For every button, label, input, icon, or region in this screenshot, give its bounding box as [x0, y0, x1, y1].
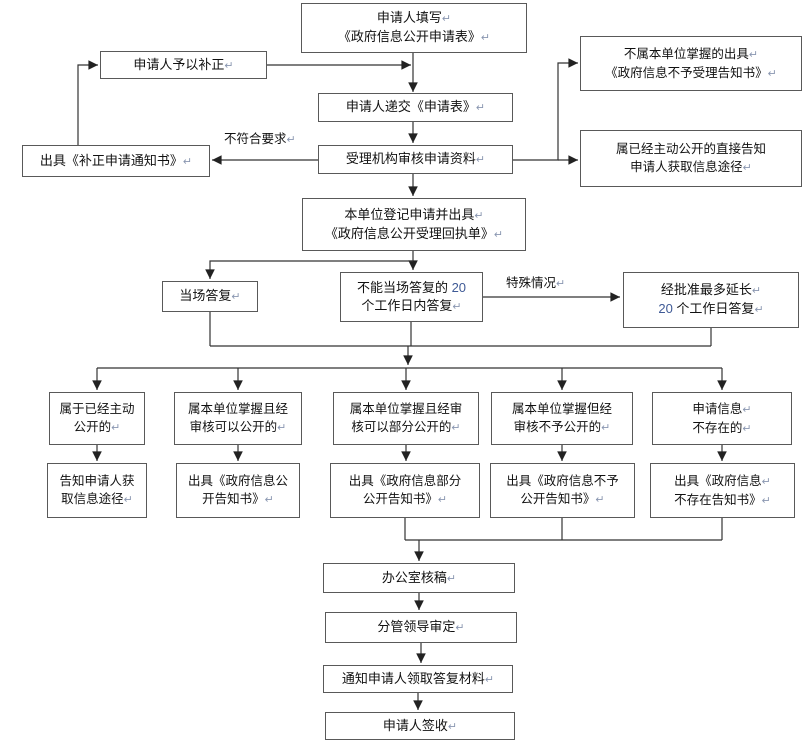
edge-label-special-situation: 特殊情况↵ — [506, 276, 566, 290]
node-reply-within-20-days: 不能当场答复的 20 个工作日内答复↵ — [340, 272, 483, 322]
node-text: 不能当场答复的 20 — [356, 279, 467, 295]
node-text: 当场答复↵ — [179, 288, 241, 303]
node-text: 《政府信息公开申请表》↵ — [337, 29, 491, 44]
node-case-partial-open: 属本单位掌握且经审 核可以部分公开的↵ — [333, 392, 479, 445]
node-submit-form: 申请人递交《申请表》↵ — [318, 93, 513, 122]
node-text: 告知申请人获 — [59, 474, 135, 488]
node-case-can-open: 属本单位掌握且经 审核可以公开的↵ — [174, 392, 302, 445]
node-notify-applicant: 通知申请人领取答复材料↵ — [323, 665, 513, 693]
node-text: 不属本单位掌握的出具↵ — [623, 46, 759, 61]
node-text: 核可以部分公开的↵ — [351, 420, 461, 434]
node-text: 公开的↵ — [73, 420, 121, 434]
node-text: 《政府信息不予受理告知书》↵ — [605, 65, 777, 80]
node-text: 出具《政府信息公 — [187, 474, 288, 488]
node-text: 公开告知书》↵ — [520, 492, 605, 506]
node-text: 申请人签收↵ — [382, 717, 458, 733]
node-text: 公开告知书》↵ — [362, 492, 448, 506]
node-text: 受理机构审核申请资料↵ — [345, 151, 486, 166]
node-text: 申请人填写↵ — [376, 10, 452, 25]
node-output-partial-open-notice: 出具《政府信息部分 公开告知书》↵ — [330, 463, 480, 518]
node-applicant-sign: 申请人签收↵ — [325, 712, 515, 740]
node-register-receipt: 本单位登记申请并出具↵ 《政府信息公开受理回执单》↵ — [302, 198, 526, 251]
node-text: 出具《补正申请通知书》↵ — [39, 152, 193, 168]
node-text: 经批准最多延长↵ — [660, 282, 762, 297]
node-text: 分管领导审定↵ — [377, 619, 465, 634]
node-text: 开告知书》↵ — [202, 492, 274, 506]
node-fill-application-form: 申请人填写↵ 《政府信息公开申请表》↵ — [301, 3, 527, 53]
node-output-open-notice: 出具《政府信息公 开告知书》↵ — [176, 463, 300, 518]
node-text: 办公室核稿↵ — [381, 569, 457, 585]
edge-label-not-meet-requirements: 不符合要求↵ — [224, 132, 296, 146]
node-text: 审核可以公开的↵ — [189, 420, 287, 434]
node-text: 申请信息↵ — [692, 401, 752, 416]
node-text: 属本单位掌握且经 — [187, 402, 288, 416]
node-text: 申请人递交《申请表》↵ — [345, 99, 486, 114]
node-text: 个工作日内答复↵ — [361, 297, 462, 313]
node-text: 属已经主动公开的直接告知 — [615, 142, 766, 156]
node-onspot-reply: 当场答复↵ — [162, 281, 258, 312]
node-output-not-exist-notice: 出具《政府信息↵ 不存在告知书》↵ — [650, 463, 795, 518]
node-text: 20 个工作日答复↵ — [658, 301, 764, 316]
node-text: 《政府信息公开受理回执单》↵ — [324, 225, 504, 241]
node-text: 通知申请人领取答复材料↵ — [341, 670, 495, 686]
node-text: 取信息途径↵ — [61, 492, 133, 506]
node-extend-20-days: 经批准最多延长↵ 20 个工作日答复↵ — [623, 272, 799, 328]
node-text: 出具《政府信息↵ — [674, 473, 771, 488]
node-office-check-draft: 办公室核稿↵ — [323, 563, 515, 593]
node-case-not-exist: 申请信息↵ 不存在的↵ — [652, 392, 792, 445]
node-text: 属本单位掌握但经 — [511, 402, 612, 416]
node-leader-approve: 分管领导审定↵ — [325, 612, 517, 643]
node-case-not-open: 属本单位掌握但经 审核不予公开的↵ — [491, 392, 633, 445]
node-text: 审核不予公开的↵ — [513, 420, 611, 434]
arrow-review-to-notaccepted — [513, 58, 579, 161]
node-text: 不存在的↵ — [692, 420, 752, 435]
node-text: 本单位登记申请并出具↵ — [344, 206, 484, 222]
node-applicant-supplement: 申请人予以补正↵ — [100, 51, 267, 79]
node-text: 属于已经主动 — [59, 402, 135, 416]
node-text: 申请人予以补正↵ — [133, 56, 234, 72]
node-output-not-open-notice: 出具《政府信息不予 公开告知书》↵ — [490, 463, 635, 518]
node-case-already-public: 属于已经主动 公开的↵ — [49, 392, 145, 445]
node-text: 属本单位掌握且经审 — [349, 402, 463, 416]
node-text: 出具《政府信息部分 — [348, 474, 462, 488]
node-review-materials: 受理机构审核申请资料↵ — [318, 145, 513, 174]
node-output-tell-way: 告知申请人获 取信息途径↵ — [47, 463, 147, 518]
arrow-correction-to-supplement — [77, 60, 98, 145]
node-already-public-tell-way: 属已经主动公开的直接告知 申请人获取信息途径↵ — [580, 130, 802, 187]
node-correction-notice: 出具《补正申请通知书》↵ — [22, 145, 210, 177]
arrow-register-to-onspot — [205, 260, 413, 279]
node-text: 申请人获取信息途径↵ — [630, 160, 752, 174]
node-text: 不存在告知书》↵ — [674, 492, 771, 507]
node-not-accepted-notice: 不属本单位掌握的出具↵ 《政府信息不予受理告知书》↵ — [580, 36, 802, 91]
node-text: 出具《政府信息不予 — [506, 474, 619, 488]
